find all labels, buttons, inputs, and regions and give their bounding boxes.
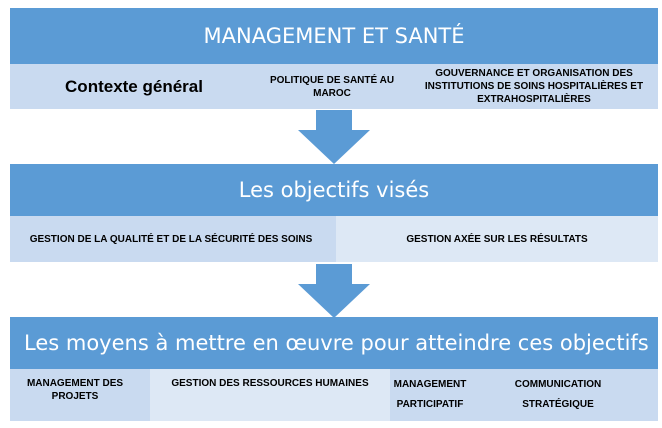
section1-item-contexte: Contexte général [65, 76, 203, 96]
section3-item-communication: COMMUNICATION STRATÉGIQUE [514, 379, 602, 410]
section2-item-resultats: GESTION AXÉE SUR LES RÉSULTATS [336, 216, 658, 262]
section1-item-gouvernance: GOUVERNANCE ET ORGANISATION DES INSTITUT… [424, 68, 644, 105]
section3-items-band: MANAGEMENT DES PROJETS GESTION DES RESSO… [10, 369, 658, 421]
section1-item-politique: POLITIQUE DE SANTÉ AU MAROC [269, 74, 395, 99]
section2-title: Les objectifs visés [238, 178, 430, 202]
section3-title-band: Les moyens à mettre en œuvre pour attein… [10, 317, 658, 369]
section2-item-qualite: GESTION DE LA QUALITÉ ET DE LA SÉCURITÉ … [29, 233, 313, 245]
section3-item-projets: MANAGEMENT DES PROJETS [26, 378, 124, 402]
section1-title-band: MANAGEMENT ET SANTÉ [10, 8, 658, 64]
section3-item-rh: GESTION DES RESSOURCES HUMAINES [150, 369, 390, 421]
section1-items-band: Contexte général POLITIQUE DE SANTÉ AU M… [10, 64, 658, 109]
section2-title-band: Les objectifs visés [10, 164, 658, 216]
section1-title: MANAGEMENT ET SANTÉ [203, 24, 465, 48]
section2-items-band: GESTION DE LA QUALITÉ ET DE LA SÉCURITÉ … [10, 216, 658, 262]
down-arrow-2 [298, 264, 370, 318]
down-arrow-1 [298, 110, 370, 164]
section3-item-participatif: MANAGEMENT PARTICIPATIF [393, 379, 467, 410]
section3-title: Les moyens à mettre en œuvre pour attein… [24, 331, 649, 355]
